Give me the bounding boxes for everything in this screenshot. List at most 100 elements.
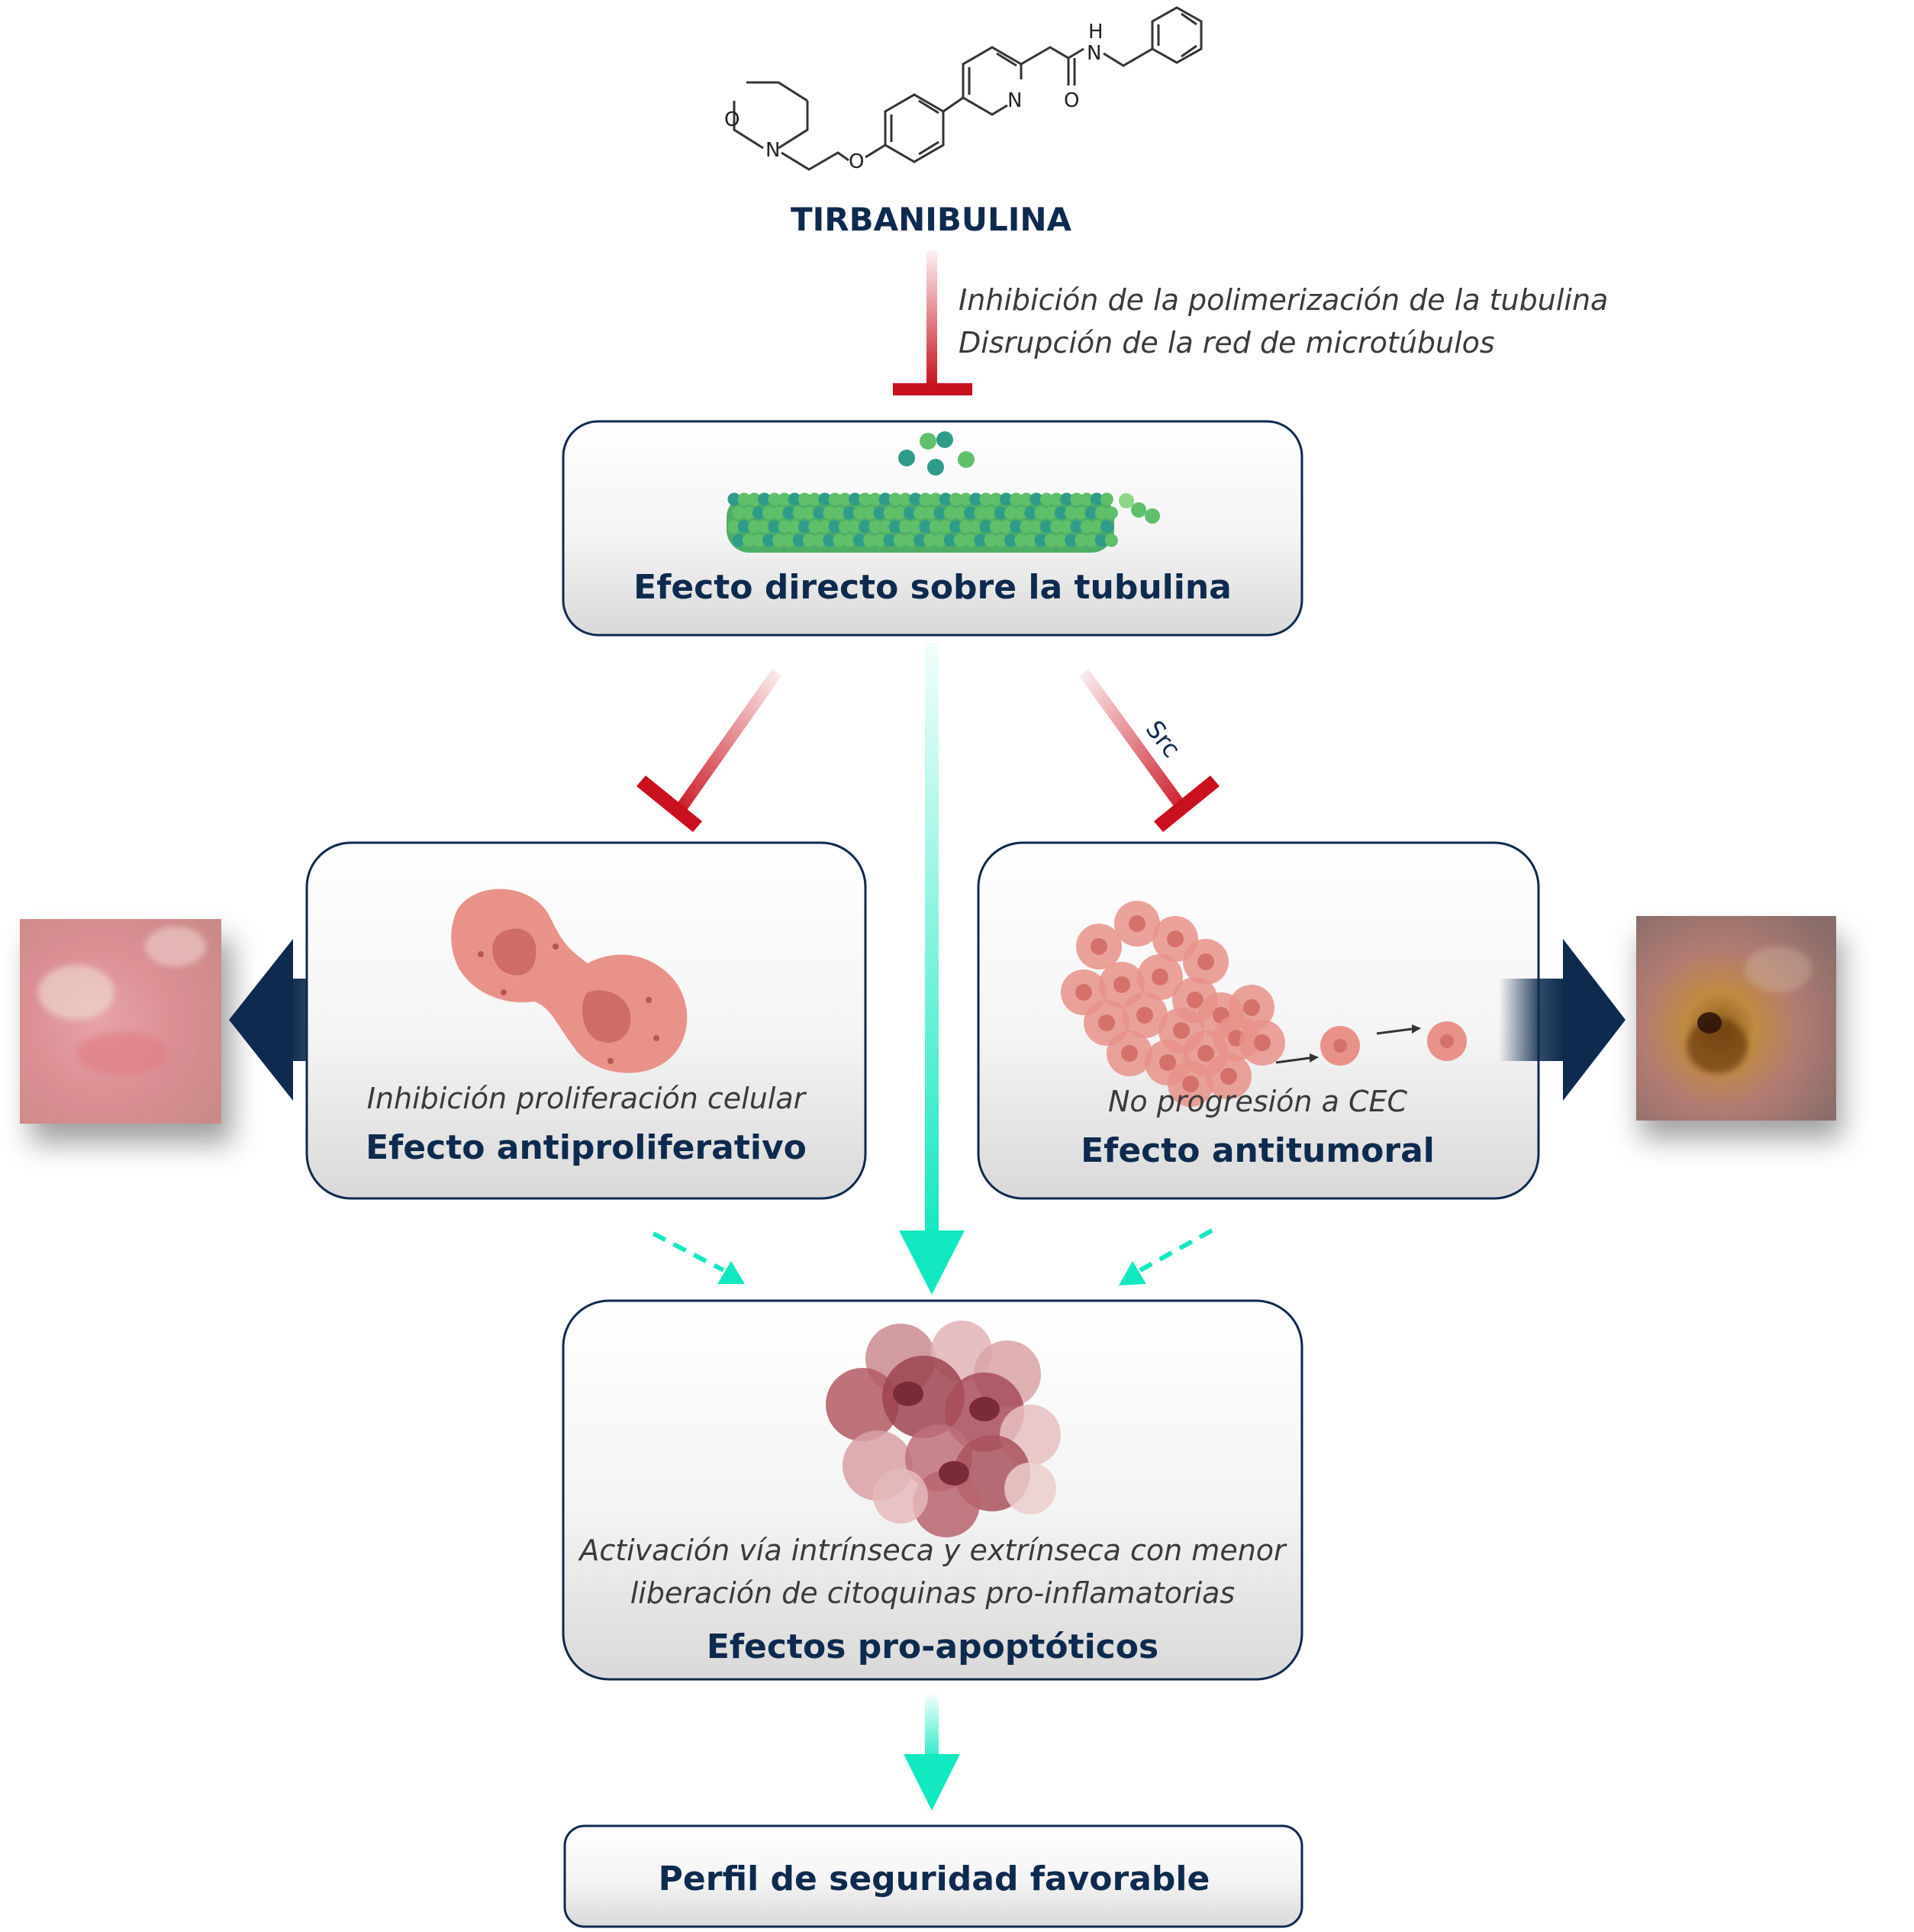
tubulin-subunit	[1039, 492, 1053, 506]
tubulin-subunit	[778, 492, 791, 506]
tubulin-subunit	[939, 492, 952, 506]
tubulin-subunit	[823, 534, 836, 547]
tubulin-subunit	[939, 520, 952, 534]
tubulin-subunit	[843, 534, 856, 547]
safety-box	[563, 1824, 1303, 1928]
tubulin-subunit	[1065, 506, 1078, 520]
inhibition-arrow-right	[1079, 669, 1220, 832]
tubulin-subunit	[883, 534, 897, 547]
tubulin-subunit	[737, 520, 751, 534]
tubulin-subunit	[1060, 492, 1074, 506]
tubulin-subunit	[782, 506, 796, 520]
tubulin-subunit	[878, 520, 892, 534]
tubulin-subunit	[1010, 492, 1023, 506]
tubulin-subunit	[1010, 520, 1023, 534]
tubulin-subunit	[782, 534, 796, 547]
tubulin-subunit	[1065, 534, 1078, 547]
tubulin-subunit	[768, 520, 781, 534]
bond	[1020, 46, 1069, 66]
bond	[778, 101, 809, 150]
tubulin-subunit	[1030, 492, 1043, 506]
tubulin-subunit	[1090, 492, 1104, 506]
skin-lesion-photo	[20, 919, 232, 1143]
tubulin-subunit	[859, 520, 872, 534]
tubulin-subunit	[762, 506, 776, 520]
dashed-arrow-right	[1119, 1228, 1213, 1285]
tubulin-subunit	[1054, 534, 1068, 547]
tubulin-subunit	[989, 492, 1003, 506]
tubulin-subunit	[1084, 506, 1098, 520]
apoptotic-fragment	[882, 1356, 965, 1438]
tubulin-subunit	[1044, 506, 1058, 520]
tubulin-subunit	[1104, 534, 1118, 547]
tubulin-subunit	[742, 534, 756, 547]
bond	[1103, 47, 1153, 67]
tubulin-subunit	[914, 534, 927, 547]
tumor-cell-nucleus	[1121, 1045, 1138, 1062]
tubulin-subunit	[943, 506, 957, 520]
apoptotic-cell-icon	[826, 1321, 1061, 1537]
dashed-arrow-left	[652, 1231, 745, 1284]
molecule-name: TIRBANIBULINA	[791, 201, 1072, 238]
tubulin-subunit	[888, 520, 902, 534]
tubulin-subunit	[893, 506, 907, 520]
tumor-cell-nucleus	[1243, 999, 1260, 1016]
tubulin-subunit	[758, 492, 772, 506]
tubulin-subunit	[964, 534, 978, 547]
tubulin-subunit	[919, 492, 933, 506]
tubulin-subunit	[933, 506, 947, 520]
tubulin-subunit	[823, 506, 836, 520]
tubulin-subunit	[953, 506, 967, 520]
tumor-cell-nucleus	[1129, 915, 1146, 932]
tubulin-subunit	[1070, 520, 1084, 534]
tubulin-subunit	[923, 534, 937, 547]
bond	[1181, 44, 1197, 58]
tubulin-subunit	[949, 492, 962, 506]
bond	[733, 101, 764, 150]
tubulin-subunit	[898, 520, 912, 534]
tubulin-subunit	[868, 492, 882, 506]
tubulin-subunit	[752, 506, 765, 520]
tubulin-subunit	[813, 534, 826, 547]
tubulin-subunit	[752, 534, 765, 547]
tubulin-subunit	[833, 534, 846, 547]
apoptotic-title: Efectos pro-apoptóticos	[707, 1627, 1158, 1666]
bond	[1181, 12, 1197, 26]
tubulin-subunit	[953, 534, 967, 547]
tubulin-subunit	[863, 506, 877, 520]
tubulin-subunit	[933, 534, 947, 547]
tubulin-subunit	[989, 520, 1003, 534]
atom-o-morpholine: O	[724, 108, 740, 131]
metastasis-arrows	[1275, 1024, 1421, 1064]
pyridine-ring	[962, 46, 1023, 98]
tubulin-subunit	[919, 520, 933, 534]
phenyl-ring	[884, 93, 945, 163]
tubulin-subunit	[883, 506, 897, 520]
antiproliferative-title: Efecto antiproliferativo	[366, 1128, 807, 1167]
migrating-cell-nucleus	[1440, 1034, 1454, 1048]
tubulin-subunit	[964, 506, 978, 520]
apoptotic-line-1: Activación vía intrínseca y extrínseca c…	[577, 1534, 1287, 1567]
dividing-cell-icon	[451, 889, 688, 1073]
pyridine-ring	[962, 96, 1008, 116]
tubulin-subunit	[838, 520, 852, 534]
tubulin-subunit	[818, 520, 832, 534]
tubulin-subunit	[1049, 492, 1063, 506]
tirbanibulin-structure	[733, 6, 1203, 171]
tubulin-subunit	[929, 520, 942, 534]
tubulin-subunit	[1090, 520, 1104, 534]
tubulin-subunit	[909, 520, 923, 534]
bond	[918, 99, 939, 115]
tubulin-subunit	[727, 520, 741, 534]
antiproliferative-subtitle: Inhibición proliferación celular	[367, 1082, 807, 1115]
tubulin-subunit	[762, 534, 776, 547]
tubulin-subunit	[1020, 492, 1033, 506]
tumor-cell-nucleus	[1159, 1054, 1176, 1071]
tumor-cell-nucleus	[1173, 1022, 1190, 1039]
bond	[996, 52, 1017, 67]
tubulin-subunit	[974, 506, 988, 520]
tubulin-subunit	[1100, 520, 1113, 534]
atom-n-pyridine: N	[1007, 89, 1022, 112]
tumor-cluster-icon	[1061, 901, 1467, 1107]
